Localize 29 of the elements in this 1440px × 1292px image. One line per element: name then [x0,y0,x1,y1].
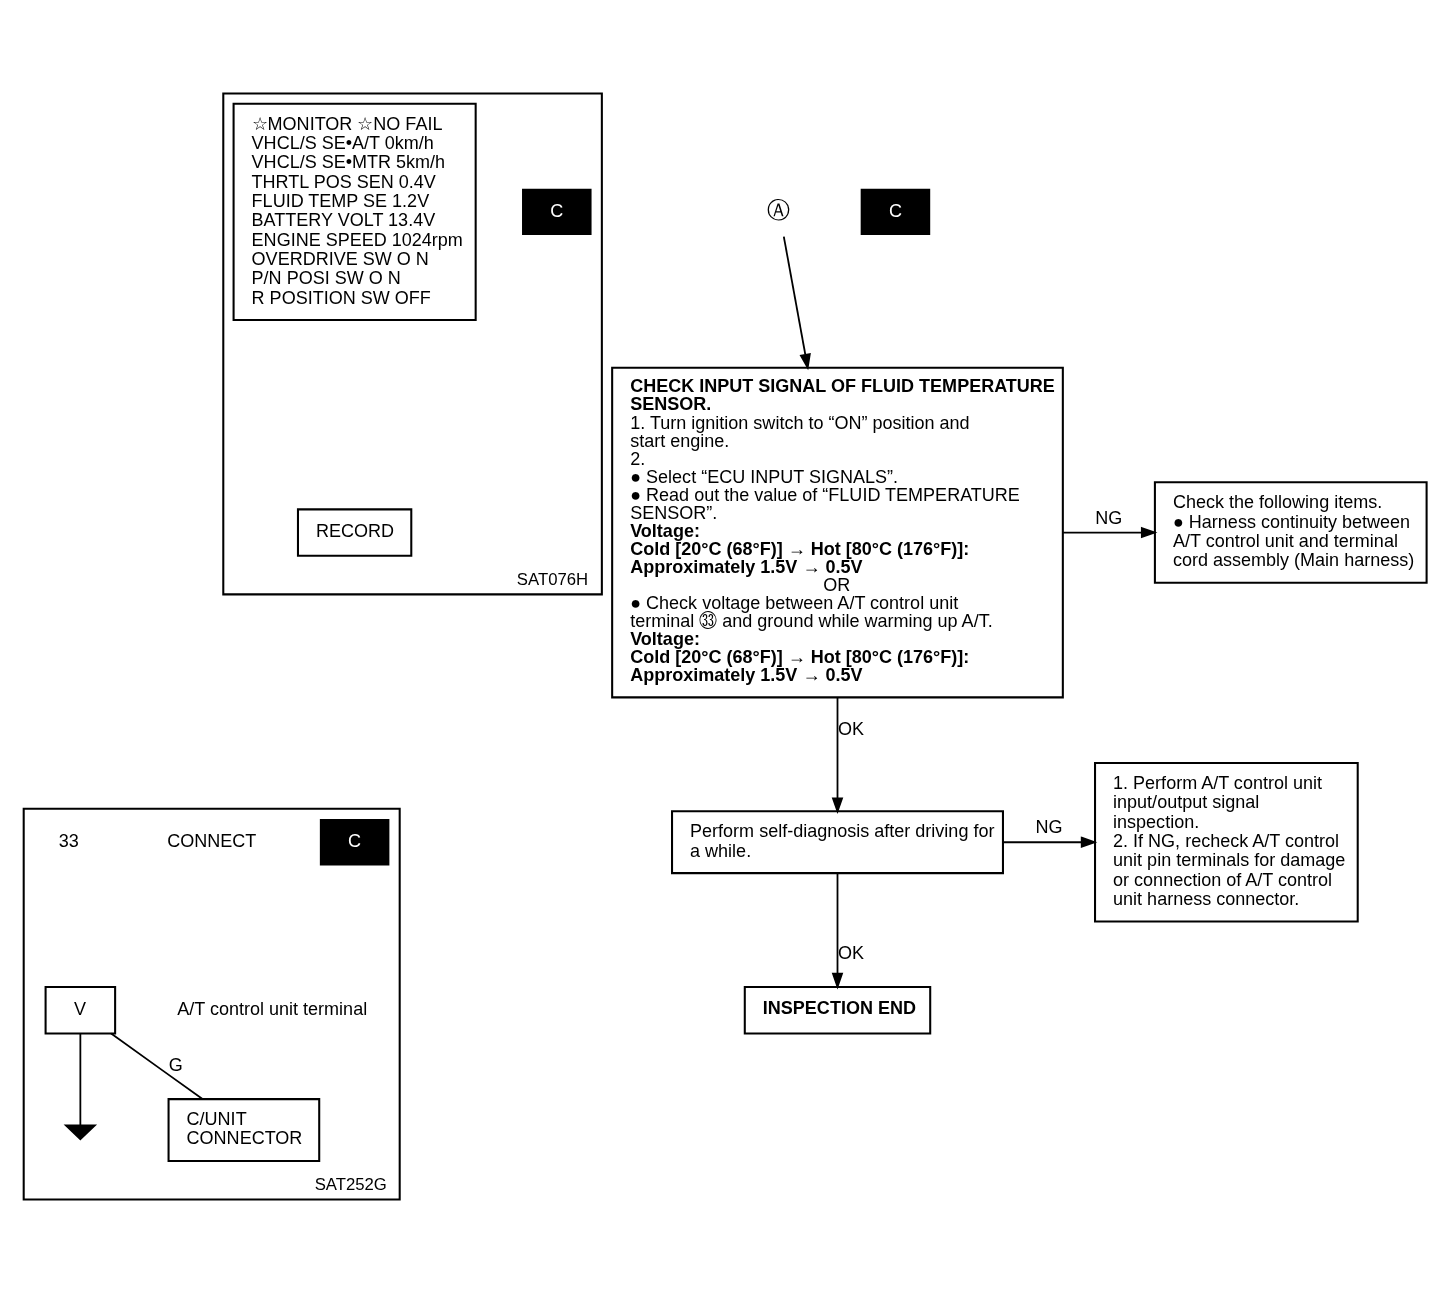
label: C [550,200,564,221]
edge-label: G [168,1054,183,1075]
node-box: INSPECTION END [743,985,932,1034]
label: 33 [58,830,79,851]
arrow [1002,835,1098,848]
node-box: V [44,985,117,1034]
edge-label: OK [838,718,865,739]
arrow [831,696,844,814]
node-box: Check the following items. ● Harness continuity between A/T control unit and terminal cord assembly (Main harness) [1153,480,1428,584]
node-box: 1. Perform A/T control unit input/output signal inspection. 2. If NG, recheck A/T control unit pin terminals for damage or connection of A/T control unit harness connector. [1094,761,1359,922]
arrow [831,872,844,989]
label: C [348,830,362,851]
node-box: RECORD [296,507,413,557]
node-box: ☆MONITOR ☆NO FAIL VHCL/S SE•A/T 0km/h VHCL/S SE•MTR 5km/h THRTL POS SEN 0.4V FLUID TEMP SE 1.2V BATTERY VOLT 13.4V ENGINE SPEED 1024rpm OVERDRIVE SW O N P/N POSI SW O N R POSITION SW OFF [232,102,477,321]
connector [79,1032,82,1126]
label: A/T control unit terminal [177,998,368,1019]
label: CONNECT [167,830,257,851]
node-box: Perform self-diagnosis after driving for a while. [671,809,1004,874]
arrow [782,235,811,370]
edge-label: OK [838,942,865,963]
node-text: Ⓐ [767,196,791,223]
node-ground [63,1124,98,1140]
label: C [888,200,902,221]
connector [110,1032,204,1100]
edge-label: NG [1095,507,1123,528]
edge-label: NG [1035,816,1063,837]
node-box: C/UNIT CONNECTOR [167,1097,321,1162]
node-box: CHECK INPUT SIGNAL OF FLUID TEMPERATURE SENSOR. 1. Turn ignition switch to “ON” position and start engine. 2. ● Select “ECU INPUT SIGNALS”. ● Read out the value of “FLUID TEMPERATURE SENSOR”. Voltage: Cold [20°C (68°F)] → Hot [80°C (176°F)]: Approximately 1.5V → 0.5V OR ● Check voltage between A/T control unit terminal ㉝ and ground while warming up A/T. Voltage: Cold [20°C (68°F)] → Hot [80°C (176°F)]: Approximately 1.5V → 0.5V [611,366,1064,698]
arrow [1062,526,1158,538]
